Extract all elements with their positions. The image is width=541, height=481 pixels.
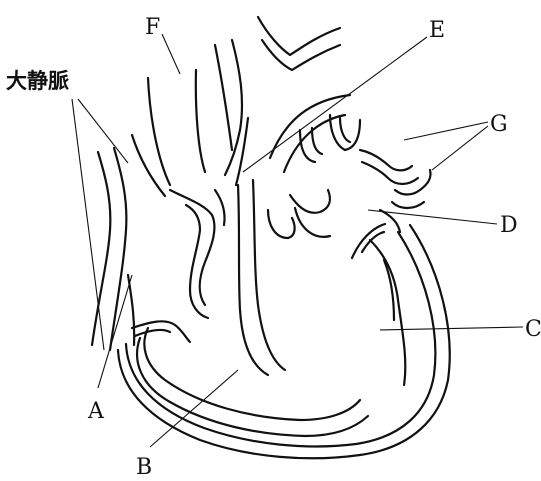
label-B: B: [136, 455, 152, 480]
ventricle-walls: [118, 180, 450, 458]
label-F: F: [145, 15, 160, 40]
leader-F: [162, 34, 180, 74]
leader-vena-cava-upper: [78, 99, 128, 163]
leader-G-upper: [404, 122, 488, 140]
label-D: D: [500, 213, 518, 238]
label-E: E: [429, 18, 445, 43]
vena-cava-walls: [92, 148, 134, 350]
leader-D: [368, 210, 497, 224]
leader-vena-cava-lower: [72, 99, 104, 350]
left-atrium-walls: [268, 150, 431, 238]
leader-A: [98, 275, 132, 388]
leader-E: [243, 37, 427, 172]
label-G: G: [490, 112, 508, 137]
right-atrium-walls: [170, 190, 225, 318]
label-C: C: [525, 317, 541, 342]
label-A: A: [87, 399, 105, 424]
label-vena-cava: 大静脈: [6, 69, 69, 93]
